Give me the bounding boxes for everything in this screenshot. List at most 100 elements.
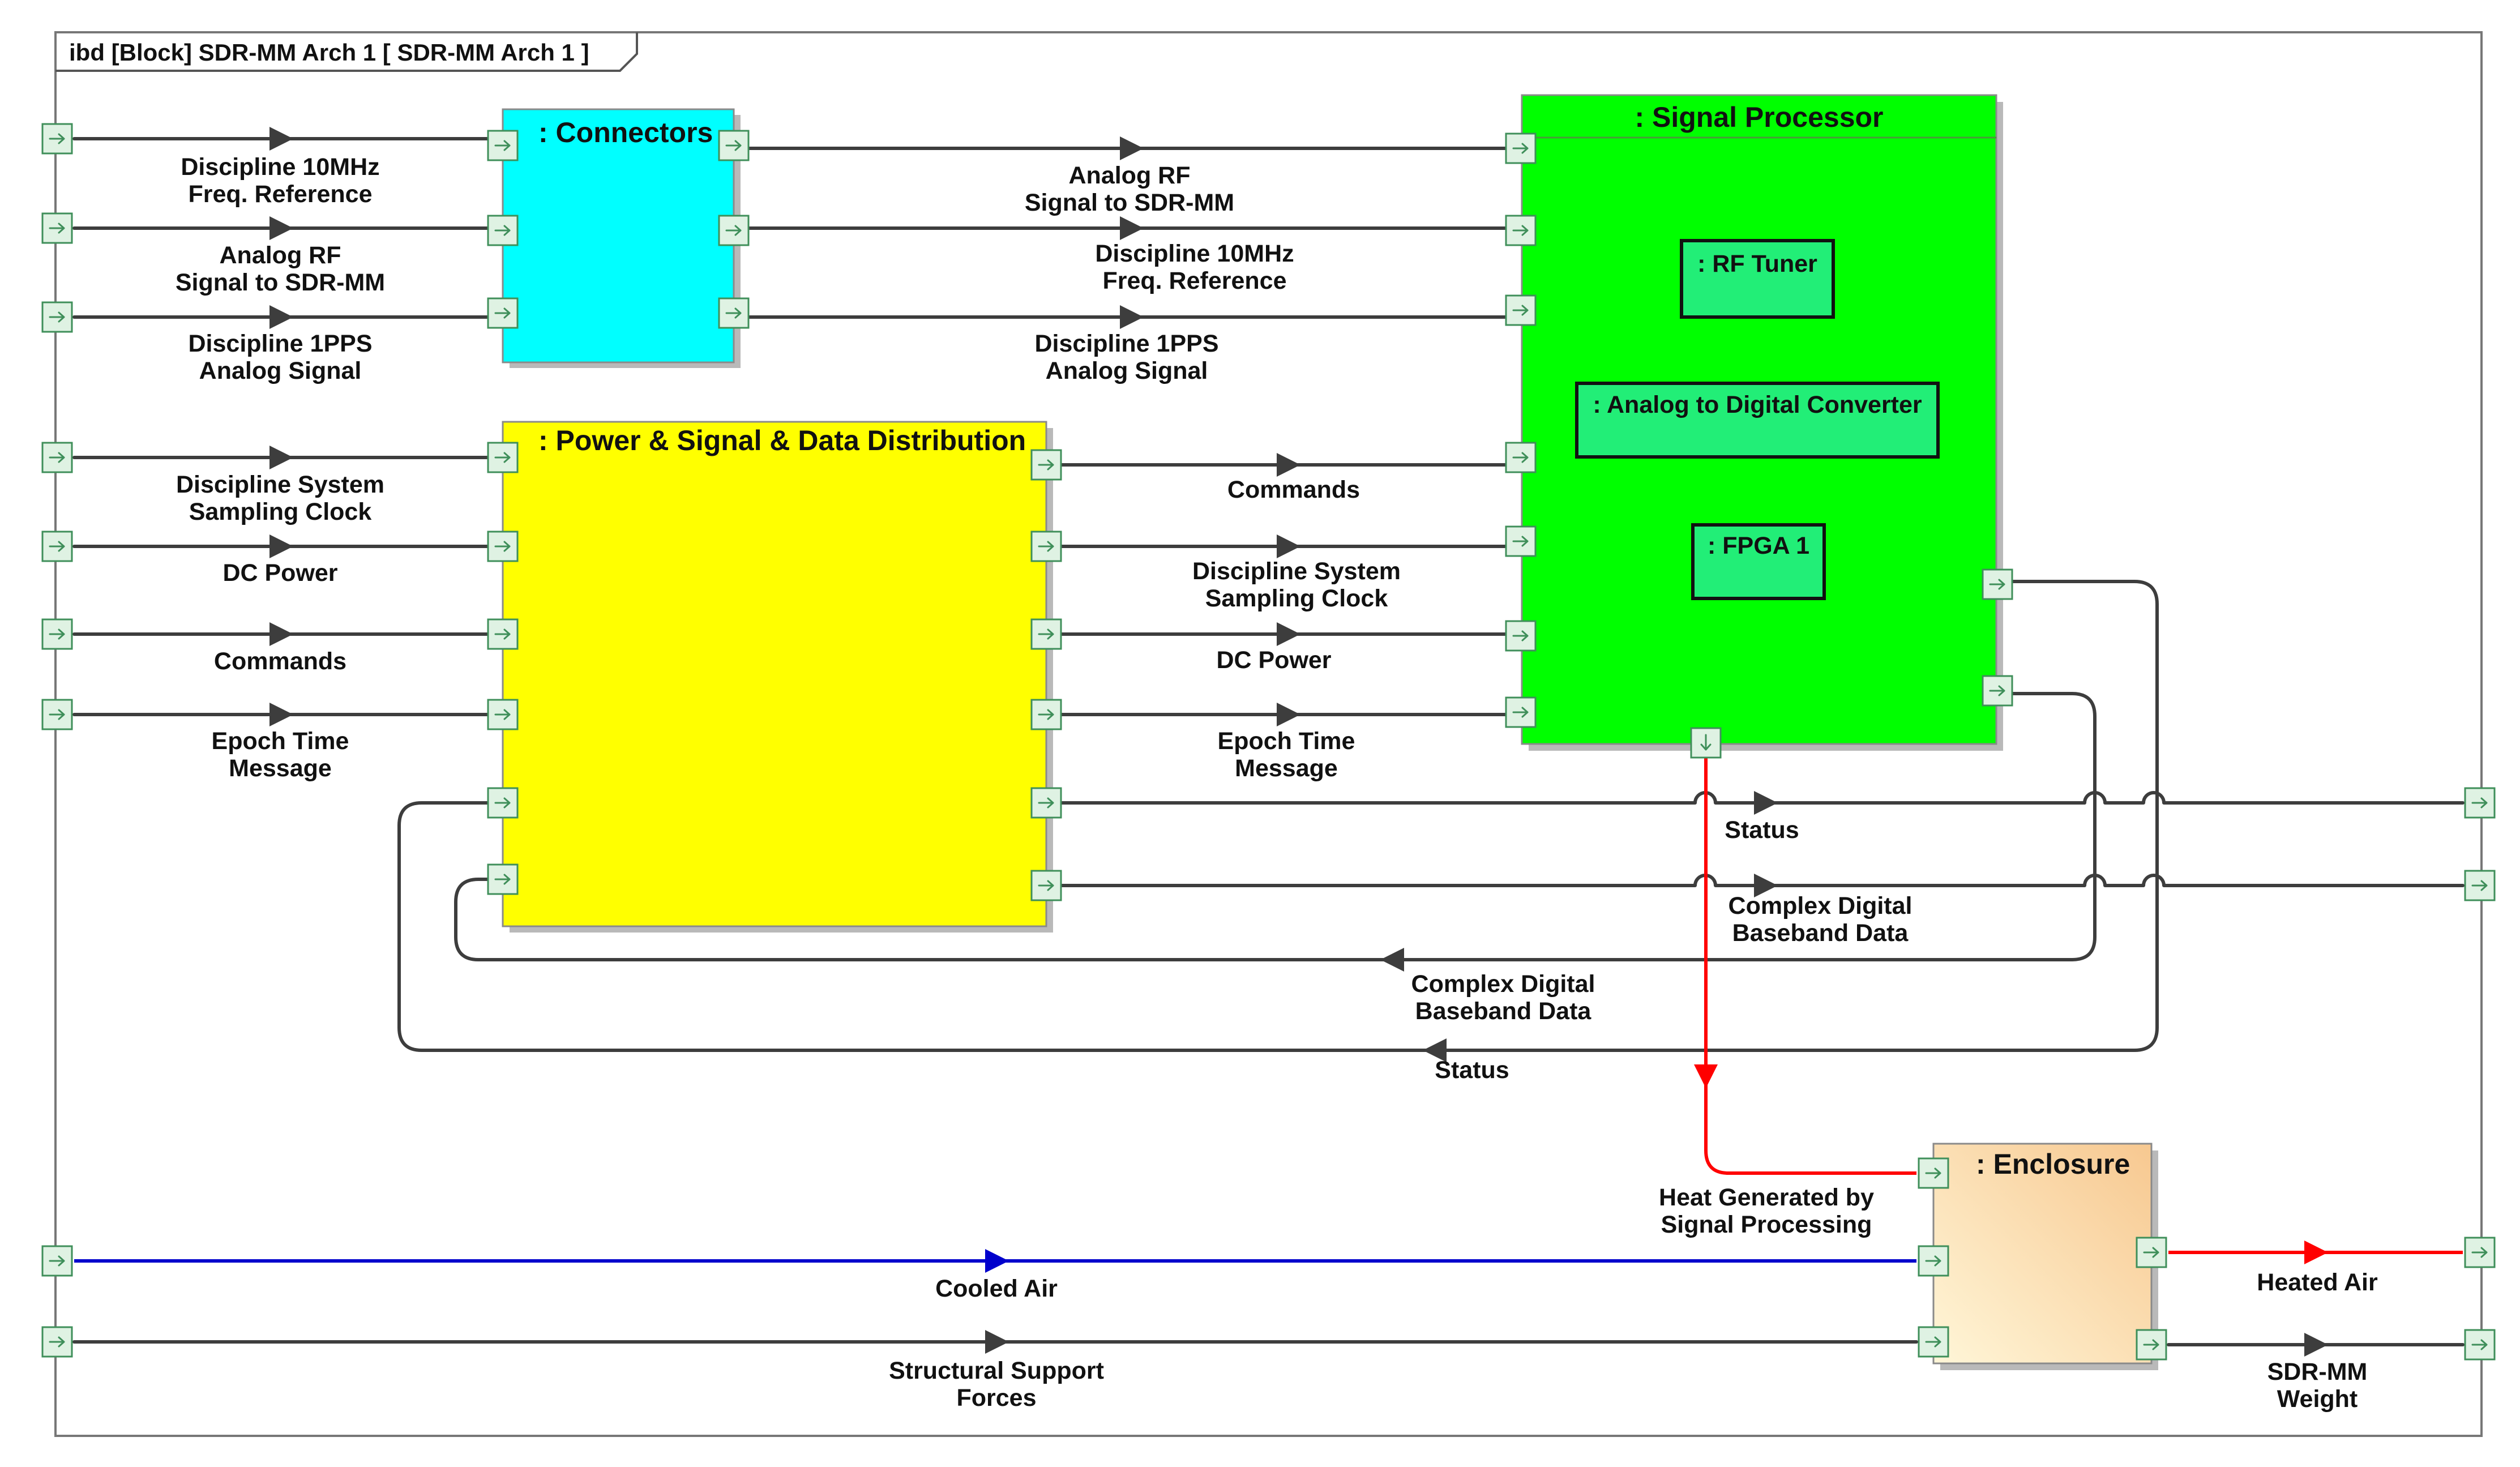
label-sp-epoch-1: Epoch Time <box>1218 728 1355 755</box>
port-dist-out-dc[interactable] <box>1030 618 1062 650</box>
port-dist-out-cmd[interactable] <box>1030 449 1062 481</box>
port-frame-in-support[interactable] <box>41 1326 73 1358</box>
port-dist-out-epoch[interactable] <box>1030 699 1062 730</box>
port-enclosure-in-support[interactable] <box>1918 1326 1949 1358</box>
label-in-rf-2: Signal to SDR-MM <box>176 269 385 296</box>
port-dist-in-epoch[interactable] <box>487 699 519 730</box>
arrow-sp-pps <box>1120 305 1144 329</box>
port-dist-in-status[interactable] <box>487 787 519 819</box>
label-sp-clock-1: Discipline System <box>1192 558 1401 585</box>
arrow-support <box>985 1330 1009 1354</box>
port-dist-in-cmd[interactable] <box>487 618 519 650</box>
port-enclosure-out-heated-air[interactable] <box>2136 1237 2167 1268</box>
label-sp-epoch-2: Message <box>1235 755 1338 782</box>
label-in-epoch-1: Epoch Time <box>212 728 349 755</box>
port-connectors-out-freq-ref[interactable] <box>718 215 750 246</box>
port-sp-out-status[interactable] <box>1982 568 2013 600</box>
arrow-sp-clock <box>1277 534 1300 558</box>
arrow-sp-rf <box>1120 136 1144 160</box>
port-sp-in-epoch[interactable] <box>1505 696 1537 728</box>
arrow-in-cmd <box>269 622 293 646</box>
wire-ret-cdbd <box>454 692 2097 961</box>
port-sp-in-clock[interactable] <box>1505 525 1537 557</box>
port-sp-in-cmd[interactable] <box>1505 442 1537 473</box>
port-sp-out-cdbd[interactable] <box>1982 675 2013 707</box>
label-heat-1: Heat Generated by <box>1659 1184 1874 1211</box>
label-sp-freq-ref-2: Freq. Reference <box>1102 267 1286 294</box>
arrow-out-cdbd <box>1754 874 1778 897</box>
fpga-block[interactable] <box>1691 523 1826 600</box>
port-sp-in-dc[interactable] <box>1505 620 1537 652</box>
label-ret-status: Status <box>1435 1057 1509 1084</box>
label-in-clock-1: Discipline System <box>176 471 384 498</box>
ports <box>41 123 2496 1361</box>
arrow-in-rf <box>269 216 293 240</box>
label-out-status: Status <box>1725 816 1799 844</box>
enclosure-block[interactable] <box>1932 1143 2153 1365</box>
port-dist-out-status[interactable] <box>1030 787 1062 819</box>
rf-tuner-block[interactable] <box>1680 239 1835 319</box>
port-connectors-out-pps[interactable] <box>718 297 750 329</box>
port-dist-out-cdbd[interactable] <box>1030 870 1062 901</box>
arrow-ret-status <box>1423 1038 1447 1062</box>
port-frame-in-dc[interactable] <box>41 531 73 562</box>
label-heat-2: Signal Processing <box>1661 1211 1872 1238</box>
label-heated-air: Heated Air <box>2257 1269 2378 1296</box>
arrow-out-status <box>1754 791 1778 815</box>
port-frame-out-status[interactable] <box>2464 787 2496 819</box>
port-sp-in-freq-ref[interactable] <box>1505 215 1537 246</box>
port-sp-out-heat[interactable] <box>1690 727 1722 759</box>
port-enclosure-out-weight[interactable] <box>2136 1329 2167 1361</box>
arrow-ret-cdbd <box>1380 948 1404 972</box>
port-frame-in-cooled-air[interactable] <box>41 1245 73 1277</box>
label-in-freq-ref-2: Freq. Reference <box>188 181 372 208</box>
distribution-block[interactable] <box>502 421 1047 927</box>
port-dist-in-cdbd[interactable] <box>487 863 519 895</box>
signal-processor-label: : Signal Processor <box>1635 101 1883 133</box>
port-connectors-in-freq-ref[interactable] <box>487 130 519 161</box>
label-ret-cdbd-1: Complex Digital <box>1411 970 1595 998</box>
port-connectors-in-rf[interactable] <box>487 215 519 246</box>
port-frame-in-clock[interactable] <box>41 442 73 473</box>
port-frame-in-cmd[interactable] <box>41 618 73 650</box>
arrow-weight <box>2304 1333 2328 1357</box>
port-connectors-in-pps[interactable] <box>487 297 519 329</box>
diagram-title: ibd [Block] SDR-MM Arch 1 [ SDR-MM Arch … <box>69 39 589 66</box>
port-frame-out-cdbd[interactable] <box>2464 870 2496 901</box>
port-enclosure-in-cooled-air[interactable] <box>1918 1245 1949 1277</box>
label-in-rf-1: Analog RF <box>220 242 341 269</box>
label-sp-pps-1: Discipline 1PPS <box>1034 330 1218 357</box>
rf-tuner-label: : RF Tuner <box>1697 250 1817 277</box>
label-ret-cdbd-2: Baseband Data <box>1415 998 1592 1025</box>
fpga-label: : FPGA 1 <box>1708 532 1809 559</box>
port-dist-in-clock[interactable] <box>487 442 519 473</box>
arrow-heat <box>1694 1064 1718 1088</box>
arrow-sp-cmd <box>1277 453 1300 477</box>
label-weight-2: Weight <box>2277 1385 2358 1413</box>
port-frame-in-pps[interactable] <box>41 301 73 333</box>
label-sp-rf-2: Signal to SDR-MM <box>1025 189 1234 216</box>
arrow-sp-dc <box>1277 622 1300 646</box>
label-in-dc: DC Power <box>223 559 337 587</box>
port-connectors-out-rf[interactable] <box>718 130 750 161</box>
port-dist-in-dc[interactable] <box>487 531 519 562</box>
distribution-block-label: : Power & Signal & Data Distribution <box>538 425 1026 456</box>
adc-block[interactable] <box>1575 382 1940 459</box>
label-sp-freq-ref-1: Discipline 10MHz <box>1095 240 1294 267</box>
connectors-block[interactable] <box>502 108 735 363</box>
port-frame-out-heated-air[interactable] <box>2464 1237 2496 1268</box>
port-frame-in-freq-ref[interactable] <box>41 123 73 155</box>
label-out-cdbd-2: Baseband Data <box>1732 919 1909 947</box>
port-frame-in-epoch[interactable] <box>41 699 73 730</box>
port-sp-in-pps[interactable] <box>1505 294 1537 326</box>
port-frame-out-weight[interactable] <box>2464 1329 2496 1361</box>
label-sp-dc: DC Power <box>1216 647 1331 674</box>
wire-ret-status <box>397 580 2159 1052</box>
label-support-1: Structural Support <box>889 1357 1104 1384</box>
port-frame-in-rf[interactable] <box>41 212 73 244</box>
port-enclosure-in-heat[interactable] <box>1918 1157 1949 1189</box>
arrow-heated-air <box>2304 1241 2328 1264</box>
port-dist-out-clock[interactable] <box>1030 531 1062 562</box>
port-sp-in-rf[interactable] <box>1505 132 1537 164</box>
